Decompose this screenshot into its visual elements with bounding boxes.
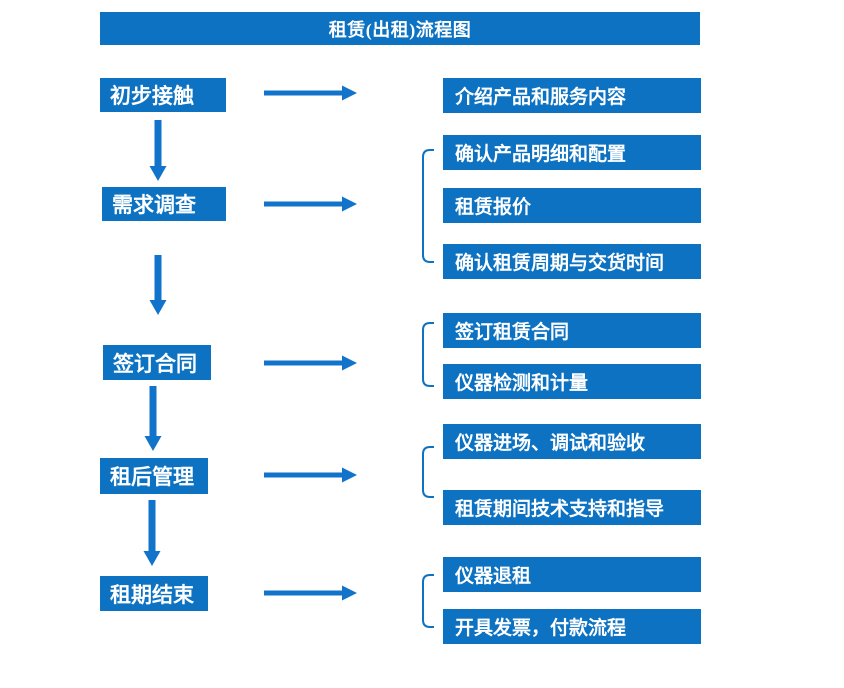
detail-box-instrument-inspection: 仪器检测和计量 bbox=[443, 364, 701, 399]
arrow-right-initial-contact bbox=[264, 85, 357, 101]
detail-box-instrument-setup-acceptance: 仪器进场、调试和验收 bbox=[443, 424, 701, 459]
arrow-right-sign-contract bbox=[264, 355, 357, 371]
group-bracket-sign-contract bbox=[422, 322, 434, 387]
arrow-down-4 bbox=[143, 500, 161, 566]
step-box-initial-contact: 初步接触 bbox=[100, 78, 226, 112]
detail-box-confirm-product-config: 确认产品明细和配置 bbox=[443, 135, 701, 170]
arrow-right-post-rental bbox=[264, 467, 357, 483]
detail-box-rental-quote: 租赁报价 bbox=[443, 188, 701, 223]
detail-box-invoice-payment: 开具发票，付款流程 bbox=[443, 609, 701, 644]
detail-box-instrument-return: 仪器退租 bbox=[443, 557, 701, 592]
detail-box-technical-support: 租赁期间技术支持和指导 bbox=[443, 490, 701, 525]
detail-box-confirm-period-delivery: 确认租赁周期与交货时间 bbox=[443, 244, 701, 279]
arrow-right-demand-survey bbox=[264, 196, 357, 212]
arrow-right-rental-end bbox=[264, 585, 357, 601]
group-bracket-post-rental bbox=[422, 446, 434, 498]
arrow-down-1 bbox=[149, 120, 167, 181]
arrow-down-3 bbox=[144, 386, 162, 451]
step-box-rental-end: 租期结束 bbox=[100, 576, 208, 611]
arrow-down-2 bbox=[149, 255, 167, 315]
step-box-demand-survey: 需求调查 bbox=[102, 187, 226, 221]
group-bracket-rental-end bbox=[422, 574, 434, 628]
detail-box-sign-rental-contract: 签订租赁合同 bbox=[443, 313, 701, 348]
diagram-title: 租赁(出租)流程图 bbox=[100, 12, 700, 45]
step-box-sign-contract: 签订合同 bbox=[103, 345, 211, 380]
detail-box-introduce-products: 介绍产品和服务内容 bbox=[443, 78, 701, 113]
group-bracket-demand-survey bbox=[422, 149, 434, 263]
step-box-post-rental-management: 租后管理 bbox=[100, 458, 208, 494]
